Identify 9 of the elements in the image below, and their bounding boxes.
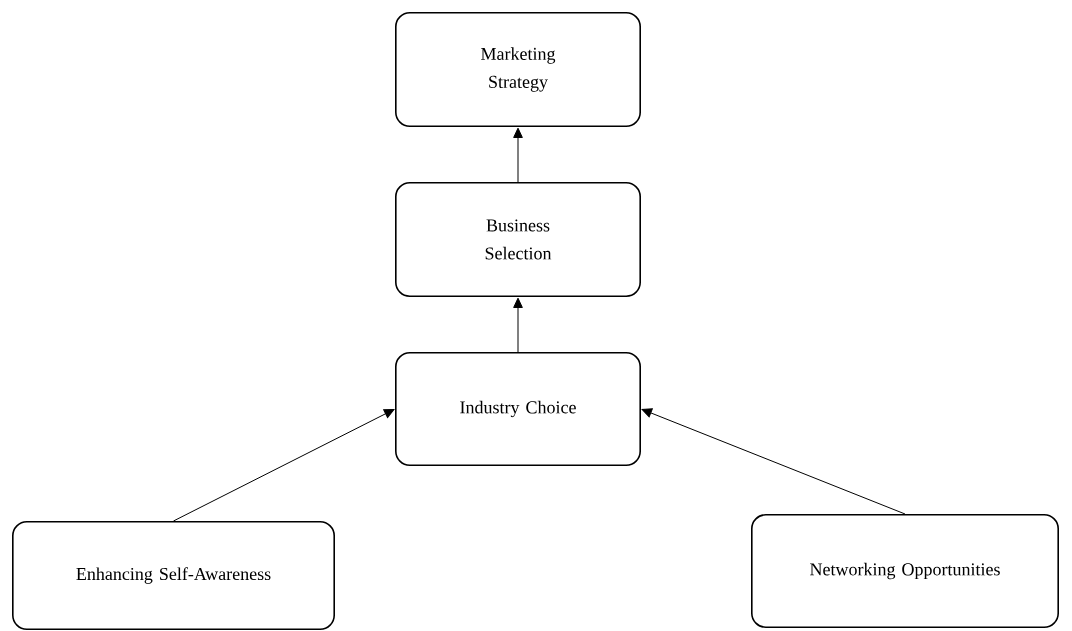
arrow	[513, 127, 523, 183]
arrow	[513, 297, 523, 353]
process-box: Marketing Strategy	[395, 12, 641, 127]
arrow	[641, 408, 906, 515]
arrow	[173, 409, 395, 522]
process-box: Business Selection	[395, 182, 641, 297]
process-box: Enhancing Self-Awareness	[12, 521, 335, 630]
process-box: Industry Choice	[395, 352, 641, 466]
process-box: Networking Opportunities	[751, 514, 1059, 628]
